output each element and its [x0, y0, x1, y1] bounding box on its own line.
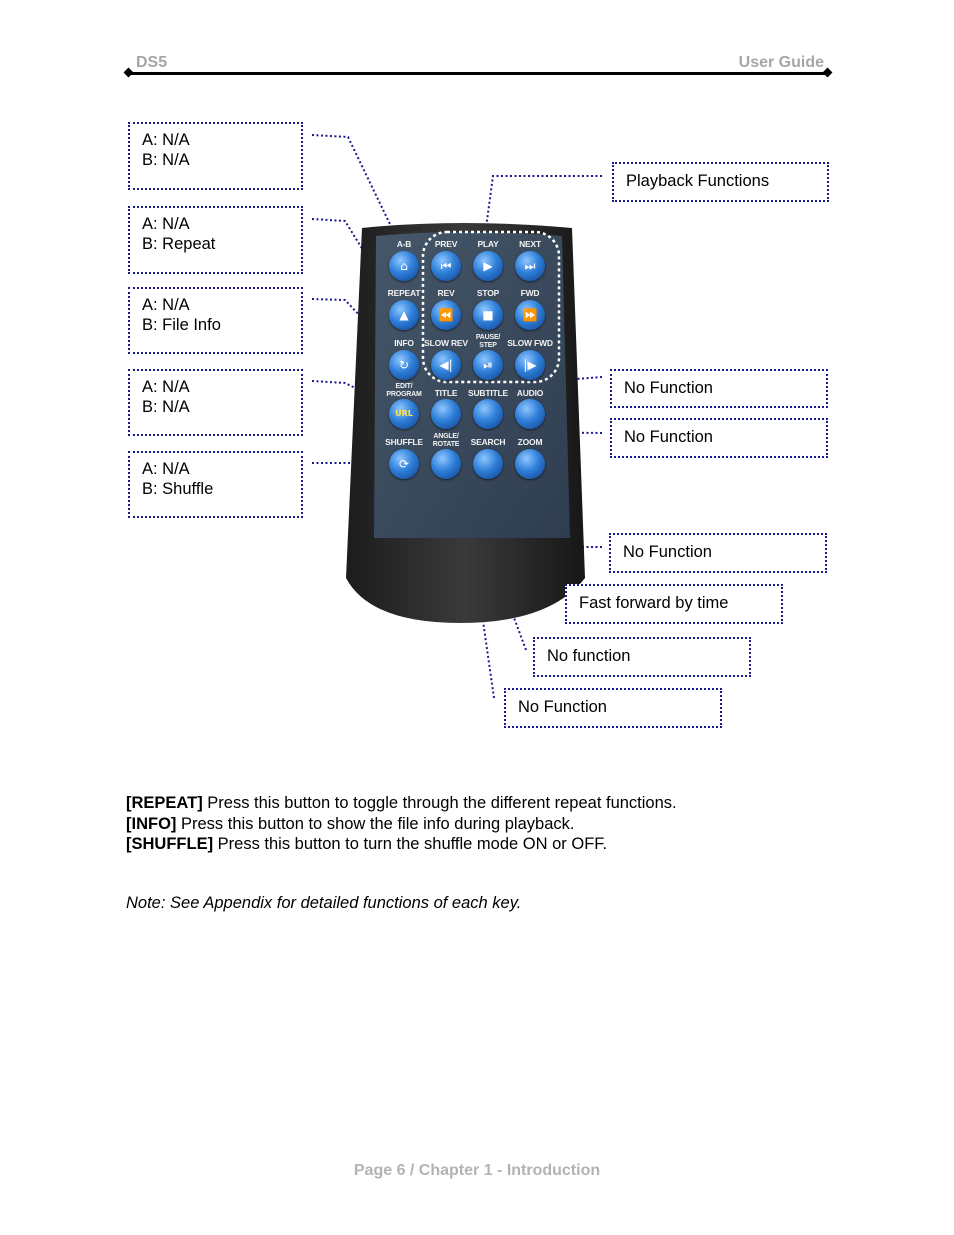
shuffle-button[interactable]: ⟳	[389, 449, 419, 479]
angle-rotate-button[interactable]	[431, 449, 461, 479]
label-subtitle: SUBTITLE	[468, 388, 508, 398]
play-button[interactable]: ▶	[473, 251, 503, 281]
repeat-desc-text: Press this button to toggle through the …	[202, 794, 677, 812]
remote-control-image: A-B PREV PLAY NEXT ⌂ ⏮ ▶ ⏭ REPEAT REV ST…	[340, 218, 590, 623]
stop-button[interactable]: ■	[473, 300, 503, 330]
rewind-icon: ⏪	[438, 308, 454, 322]
callout-ab-b: B: N/A	[142, 151, 190, 169]
repeat-icon: ▲	[399, 308, 409, 322]
callout-info: A: N/A B: File Info	[128, 287, 303, 354]
callout-edit-a: A: N/A	[142, 378, 190, 396]
info-description: [INFO] Press this button to show the fil…	[126, 814, 677, 835]
label-info: INFO	[394, 338, 414, 348]
play-icon: ▶	[483, 259, 493, 273]
repeat-button[interactable]: ▲	[389, 300, 419, 330]
callout-edit-b: B: N/A	[142, 398, 190, 416]
callout-subtitle: No Function	[610, 418, 828, 458]
info-desc-text: Press this button to show the file info …	[176, 814, 575, 833]
header-doc-name: DS5	[136, 54, 168, 71]
callout-repeat-b: B: Repeat	[142, 235, 216, 253]
callout-angle: No function	[533, 637, 751, 677]
callout-shuffle: A: N/A B: Shuffle	[128, 451, 303, 518]
slow-reverse-icon: ◀|	[439, 358, 453, 372]
label-slow-fwd: SLOW FWD	[507, 338, 553, 348]
prev-button[interactable]: ⏮	[431, 251, 461, 281]
label-title: TITLE	[434, 388, 458, 398]
subtitle-button[interactable]	[473, 399, 503, 429]
shuffle-key-label: [SHUFFLE]	[126, 835, 214, 853]
slow-rev-button[interactable]: ◀|	[431, 350, 461, 380]
fwd-button[interactable]: ⏩	[515, 300, 545, 330]
pause-step-button[interactable]: ⏯	[473, 350, 503, 380]
url-label: URL	[395, 409, 413, 418]
info-button[interactable]: ↻	[389, 350, 419, 380]
repeat-key-label: [REPEAT]	[126, 794, 203, 812]
label-prev: PREV	[434, 239, 458, 249]
pause-step-icon: ⏯	[483, 358, 493, 372]
skip-forward-icon: ⏭	[524, 259, 536, 273]
rev-button[interactable]: ⏪	[431, 300, 461, 330]
zoom-button[interactable]	[515, 449, 545, 479]
header-guide-title: User Guide	[738, 54, 824, 71]
label-shuffle: SHUFFLE	[385, 437, 423, 447]
callout-title: No Function	[504, 688, 722, 728]
edit-program-button[interactable]: URL	[389, 399, 419, 429]
header-rule	[128, 72, 828, 75]
label-ab: A-B	[396, 239, 412, 249]
callout-ab: A: N/A B: N/A	[128, 122, 303, 190]
callout-search: Fast forward by time	[565, 584, 783, 624]
shuffle-desc-text: Press this button to turn the shuffle mo…	[213, 835, 608, 853]
label-audio: AUDIO	[516, 388, 544, 398]
label-search: SEARCH	[470, 437, 506, 447]
callout-shuffle-a: A: N/A	[142, 460, 190, 478]
label-fwd: FWD	[520, 288, 540, 298]
info-icon: ↻	[398, 358, 410, 372]
label-rev: REV	[437, 288, 455, 298]
shuffle-description: [SHUFFLE] Press this button to turn the …	[126, 834, 677, 855]
audio-button[interactable]	[515, 399, 545, 429]
label-pause-step: PAUSE/ STEP	[475, 334, 501, 349]
home-icon: ⌂	[400, 259, 408, 273]
ab-button[interactable]: ⌂	[389, 251, 419, 281]
search-button[interactable]	[473, 449, 503, 479]
callout-info-a: A: N/A	[142, 296, 190, 314]
repeat-description: [REPEAT] Press this button to toggle thr…	[126, 793, 677, 814]
callout-edit: A: N/A B: N/A	[128, 369, 303, 436]
slow-fwd-button[interactable]: |▶	[515, 350, 545, 380]
label-stop: STOP	[476, 288, 500, 298]
slow-forward-icon: |▶	[523, 358, 537, 372]
label-slow-rev: SLOW REV	[424, 338, 468, 348]
label-angle-rotate: ANGLE/ ROTATE	[432, 433, 460, 448]
title-button[interactable]	[431, 399, 461, 429]
remote-body	[346, 223, 585, 623]
callout-ab-a: A: N/A	[142, 131, 190, 149]
appendix-note: Note: See Appendix for detailed function…	[126, 894, 522, 912]
callout-repeat-a: A: N/A	[142, 215, 190, 233]
stop-icon: ■	[482, 308, 494, 322]
label-play: PLAY	[477, 239, 499, 249]
page-footer: Page 6 / Chapter 1 - Introduction	[353, 1162, 601, 1179]
label-zoom: ZOOM	[517, 437, 543, 447]
fast-forward-icon: ⏩	[522, 308, 538, 322]
callout-shuffle-b: B: Shuffle	[142, 480, 214, 498]
callout-playback-functions: Playback Functions	[612, 162, 829, 202]
callout-audio: No Function	[610, 369, 828, 408]
callout-repeat: A: N/A B: Repeat	[128, 206, 303, 274]
button-descriptions: [REPEAT] Press this button to toggle thr…	[126, 793, 677, 855]
label-next: NEXT	[519, 239, 541, 249]
callout-info-b: B: File Info	[142, 316, 221, 334]
info-key-label: [INFO]	[126, 814, 177, 833]
shuffle-icon: ⟳	[398, 457, 410, 471]
skip-back-icon: ⏮	[440, 259, 452, 273]
callout-zoom: No Function	[609, 533, 827, 573]
next-button[interactable]: ⏭	[515, 251, 545, 281]
label-repeat: REPEAT	[387, 288, 421, 298]
label-edit-program: EDIT/ PROGRAM	[386, 383, 422, 398]
